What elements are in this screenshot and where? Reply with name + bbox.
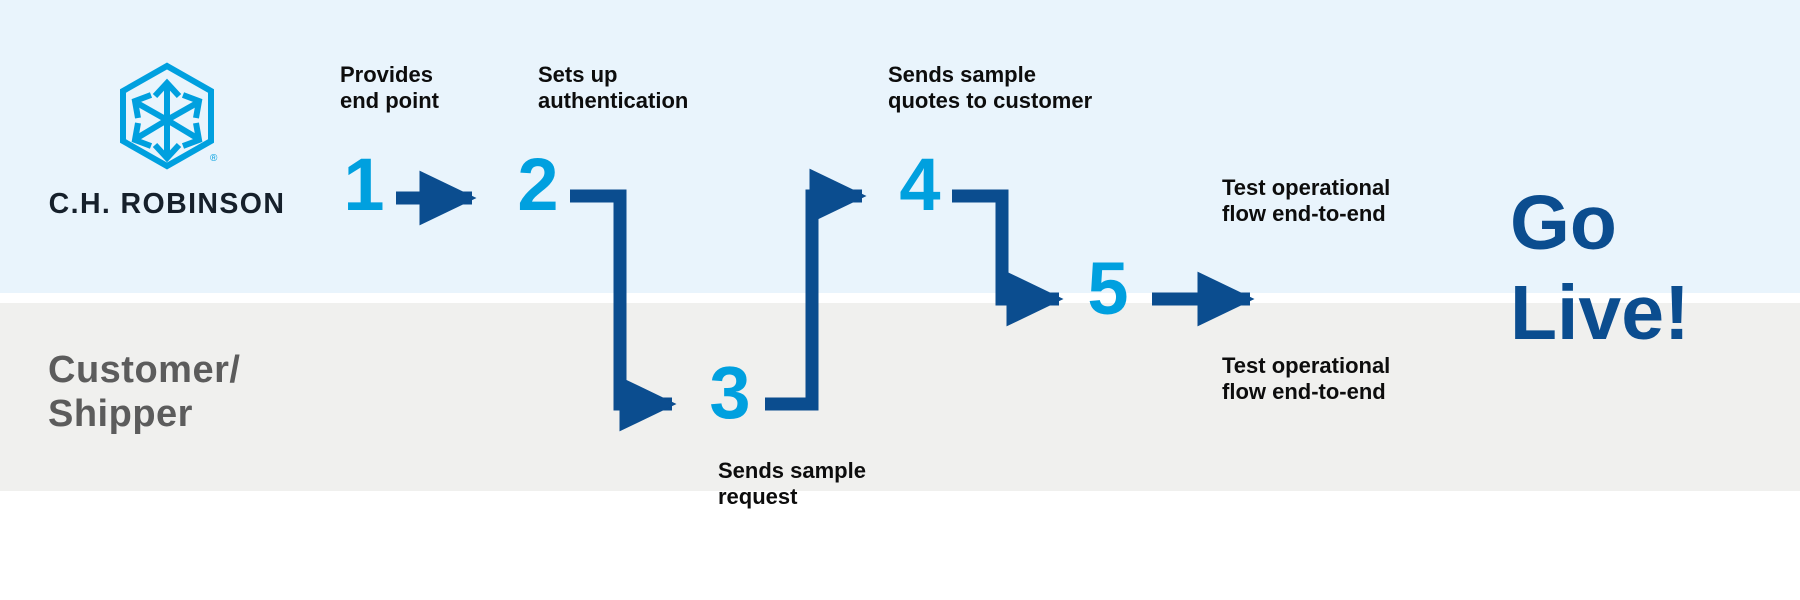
step-3-number: 3 [709,351,751,434]
step-3-caption: Sends sample request [718,458,866,510]
step-5-number: 5 [1087,247,1129,330]
step-2-number: 2 [517,143,559,226]
step-2-caption: Sets up authentication [538,62,689,114]
lane-band-chrobinson [0,0,1800,293]
step-1-caption: Provides end point [340,62,439,114]
lane-label-customer-shipper: Customer/ Shipper [48,349,241,436]
lane-band-customer-shipper [0,303,1800,491]
step-4-caption: Sends sample quotes to customer [888,62,1093,114]
step-1-number: 1 [343,143,385,226]
brand-logo: ® C.H. ROBINSON [47,62,287,221]
hexagon-arrows-logo-icon: ® [120,62,218,170]
step-5-caption-bottom: Test operational flow end-to-end [1222,353,1391,405]
go-live-label: Go Live! [1510,180,1690,357]
step-4-number: 4 [899,143,941,226]
brand-name: C.H. ROBINSON [48,188,286,220]
step-5-caption-top: Test operational flow end-to-end [1222,175,1391,227]
registered-mark: ® [210,153,218,164]
